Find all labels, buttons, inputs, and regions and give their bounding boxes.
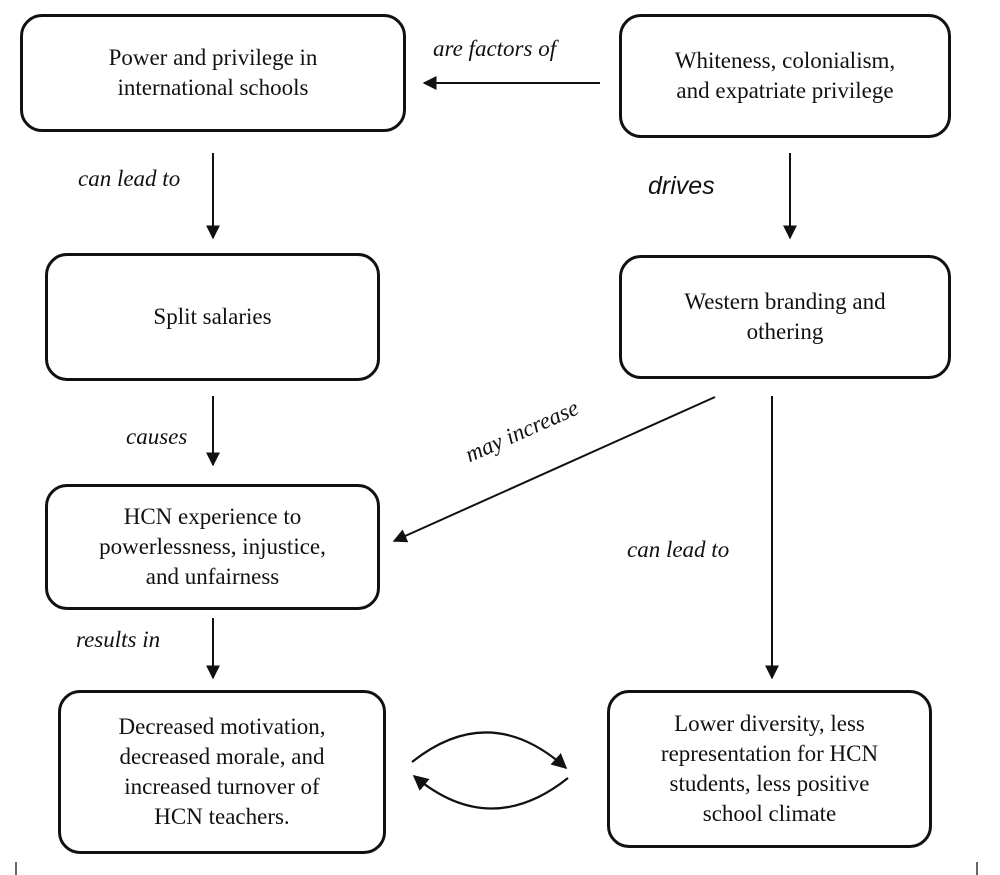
node-lower-diversity: Lower diversity, less representation for… [607, 690, 932, 848]
node-power-privilege: Power and privilege in international sch… [20, 14, 406, 132]
label-results-in: results in [76, 627, 161, 652]
arrow-may-increase [392, 396, 716, 543]
arrow-curve-bottom [412, 775, 569, 810]
arrow-curve-top [411, 731, 568, 770]
node-hcn-experience: HCN experience to powerlessness, injusti… [45, 484, 380, 610]
node-split-salaries: Split salaries [45, 253, 380, 381]
label-can-lead-to-left: can lead to [78, 166, 181, 191]
label-are-factors-of: are factors of [433, 36, 557, 61]
label-can-lead-to-right: can lead to [627, 537, 730, 557]
label-drives: drives [648, 172, 715, 200]
label-causes: causes [126, 424, 188, 449]
node-decreased-motivation: Decreased motivation, decreased morale, … [58, 690, 386, 854]
node-whiteness-colonialism: Whiteness, colonialism, and expatriate p… [619, 14, 951, 138]
node-western-branding: Western branding and othering [619, 255, 951, 379]
